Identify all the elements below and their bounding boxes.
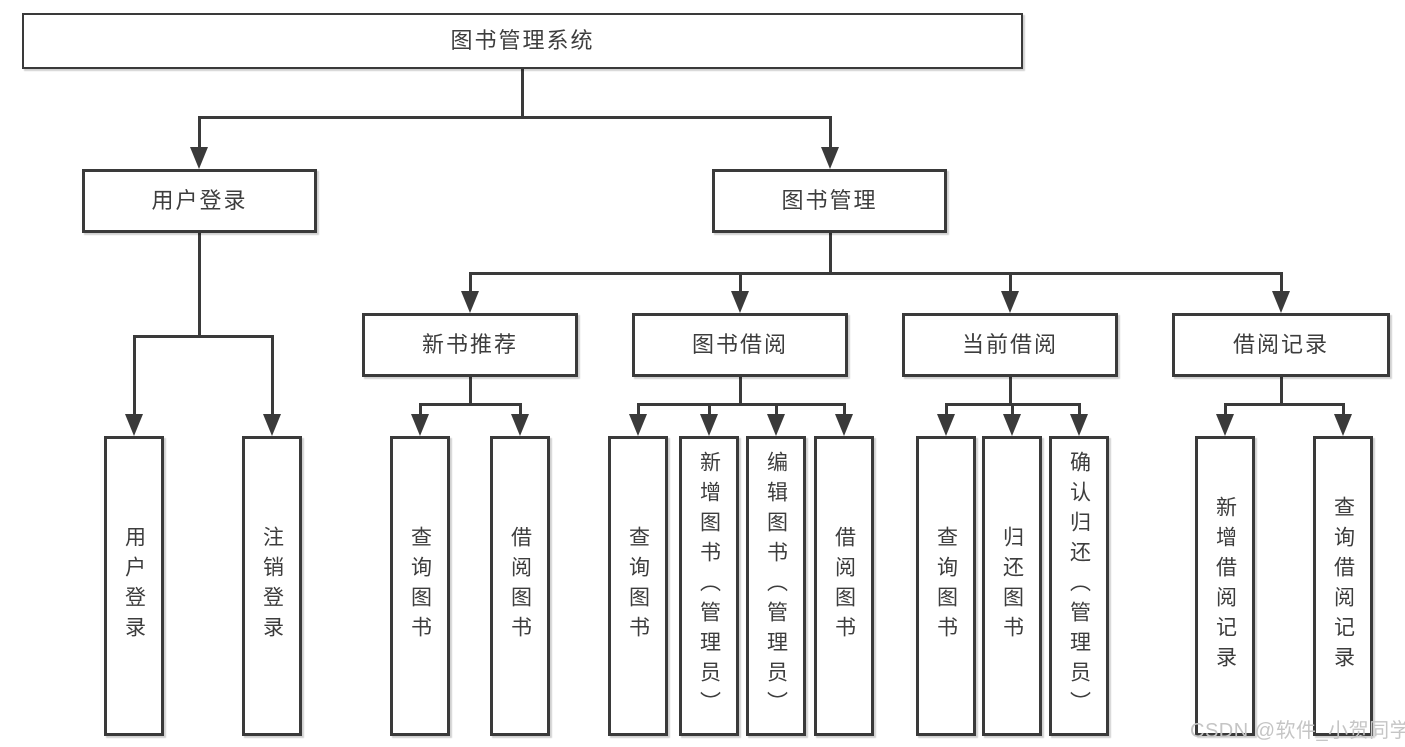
connector-line [1009,272,1012,293]
connector-line [739,272,742,293]
node-label: 查询借阅记录 [1331,496,1355,676]
node-current-borrowing: 当前借阅 [902,313,1118,377]
connector-line [198,233,201,336]
arrow-down-icon [767,414,785,436]
node-label: 借阅记录 [1232,332,1329,357]
arrow-down-icon [1070,414,1088,436]
connector-line [708,403,711,416]
node-label: 用户登录 [122,526,146,646]
connector-line [133,335,274,338]
node-label: 归还图书 [1000,526,1024,646]
node-label: 查询图书 [626,526,650,646]
connector-line [829,116,832,149]
connector-line [1224,403,1344,406]
leaf-add-borrow-record: 新增借阅记录 [1195,436,1255,736]
connector-line [469,272,1283,275]
arrow-down-icon [1001,291,1019,313]
leaf-user-login: 用户登录 [104,436,164,736]
connector-line [945,403,948,416]
arrow-down-icon [190,147,208,169]
node-label: 新增图书（管理员） [697,451,721,721]
node-library-management-system: 图书管理系统 [22,13,1023,69]
connector-line [419,403,522,406]
node-label: 确认归还（管理员） [1067,451,1091,721]
arrow-down-icon [263,414,281,436]
arrow-down-icon [629,414,647,436]
leaf-borrow-books-recommend: 借阅图书 [490,436,550,736]
arrow-down-icon [1334,414,1352,436]
connector-line [1342,403,1345,416]
leaf-return-books: 归还图书 [982,436,1042,736]
connector-line [469,377,472,404]
node-label: 查询图书 [934,526,958,646]
arrow-down-icon [1272,291,1290,313]
connector-line [637,403,640,416]
leaf-edit-books-admin: 编辑图书（管理员） [746,436,806,736]
connector-line [198,116,201,149]
leaf-borrow-books: 借阅图书 [814,436,874,736]
connector-line [1009,377,1012,404]
node-label: 当前借阅 [961,332,1058,357]
connector-line [739,377,742,404]
connector-line [519,403,522,416]
node-book-management: 图书管理 [712,169,947,233]
node-label: 借阅图书 [832,526,856,646]
csdn-watermark: CSDN @软件_小贺同学 [1190,720,1405,742]
node-label: 图书管理 [781,188,878,213]
arrow-down-icon [511,414,529,436]
connector-line [843,403,846,416]
arrow-down-icon [125,414,143,436]
node-new-book-recommend: 新书推荐 [362,313,578,377]
node-borrowing-records: 借阅记录 [1172,313,1390,377]
leaf-confirm-return-admin: 确认归还（管理员） [1049,436,1109,736]
arrow-down-icon [835,414,853,436]
leaf-query-books-recommend: 查询图书 [390,436,450,736]
node-user-login: 用户登录 [82,169,317,233]
connector-line [1224,403,1227,416]
connector-line [133,335,136,414]
leaf-add-books-admin: 新增图书（管理员） [679,436,739,736]
connector-line [271,335,274,414]
node-label: 用户登录 [151,188,248,213]
node-label: 图书管理系统 [450,28,595,53]
node-label: 新增借阅记录 [1213,496,1237,676]
arrow-down-icon [821,147,839,169]
node-book-borrowing: 图书借阅 [632,313,848,377]
arrow-down-icon [461,291,479,313]
node-label: 借阅图书 [508,526,532,646]
node-label: 图书借阅 [691,332,788,357]
leaf-logout: 注销登录 [242,436,302,736]
connector-line [419,403,422,416]
node-label: 查询图书 [408,526,432,646]
node-label: 编辑图书（管理员） [764,451,788,721]
node-label: 注销登录 [260,526,284,646]
connector-line [521,69,524,118]
connector-line [1011,403,1014,416]
arrow-down-icon [937,414,955,436]
arrow-down-icon [411,414,429,436]
connector-line [469,272,472,293]
connector-line [1280,377,1283,404]
leaf-query-books-borrowing: 查询图书 [608,436,668,736]
leaf-query-borrow-record: 查询借阅记录 [1313,436,1373,736]
connector-line [198,116,832,119]
connector-line [1078,403,1081,416]
connector-line [829,233,832,273]
leaf-query-books-current: 查询图书 [916,436,976,736]
node-label: 新书推荐 [421,332,518,357]
connector-line [637,403,846,406]
connector-line [1280,272,1283,293]
arrow-down-icon [731,291,749,313]
connector-line [775,403,778,416]
arrow-down-icon [1003,414,1021,436]
arrow-down-icon [1216,414,1234,436]
arrow-down-icon [700,414,718,436]
